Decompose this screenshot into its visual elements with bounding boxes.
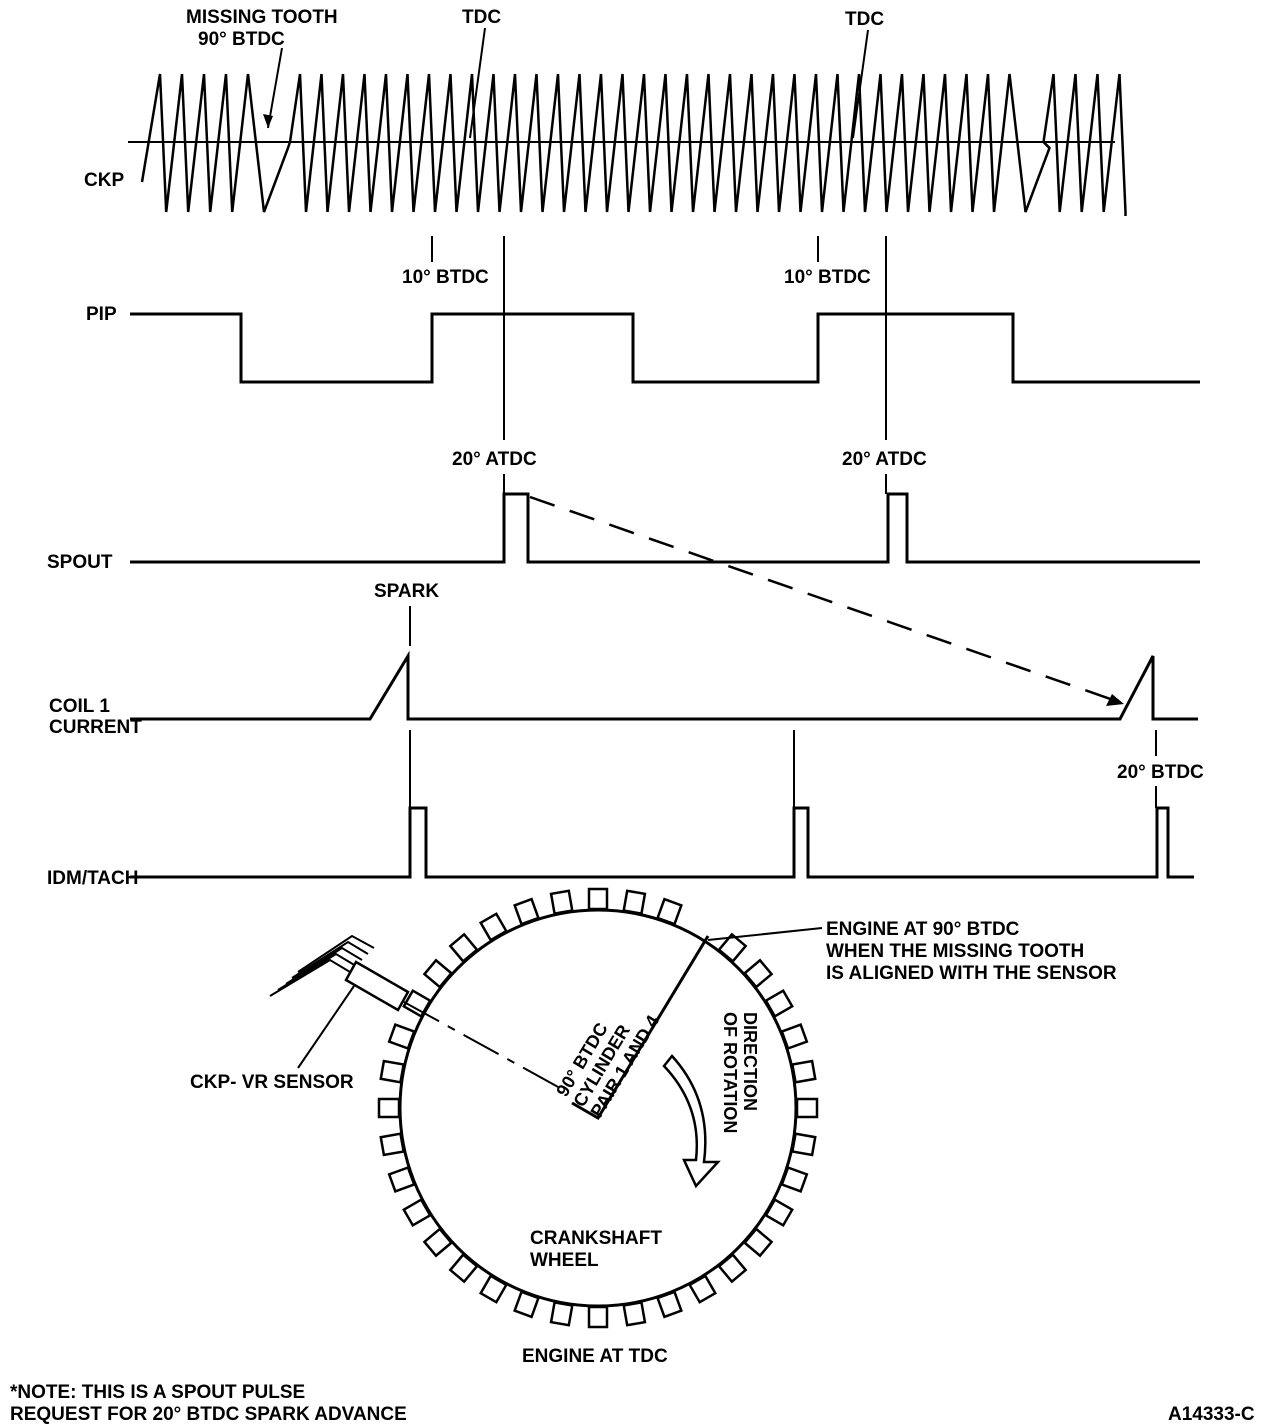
cylinder-pointer xyxy=(571,935,710,1121)
missing-tooth-arrowhead xyxy=(263,114,273,128)
crankshaft-wheel xyxy=(398,908,798,1308)
missing-tooth-leader xyxy=(267,47,283,129)
ckp-vr-sensor-icon xyxy=(269,934,410,1012)
ckp-label: CKP xyxy=(84,170,124,191)
crankshaft-tooth xyxy=(379,1059,406,1084)
missing-tooth-label-line1: MISSING TOOTH xyxy=(186,7,338,28)
missing-tooth-label-line2: 90° BTDC xyxy=(198,29,285,50)
engine-tdc-label: ENGINE AT TDC xyxy=(522,1346,668,1367)
coil-label-line1: COIL 1 xyxy=(49,696,110,717)
crankshaft-tooth xyxy=(587,887,609,911)
crankshaft-tooth xyxy=(587,1305,609,1329)
crankshaft-label-line2: WHEEL xyxy=(530,1250,599,1271)
note-line1: *NOTE: THIS IS A SPOUT PULSE xyxy=(10,1382,305,1403)
sensor-alignment-line xyxy=(403,1001,561,1089)
atdc20-label-1: 20° ATDC xyxy=(452,449,537,470)
crankshaft-tooth xyxy=(622,1300,647,1327)
crankshaft-label-line1: CRANKSHAFT xyxy=(530,1228,662,1249)
engine-90-label-line2: WHEN THE MISSING TOOTH xyxy=(826,941,1084,962)
coil-label-line2: CURRENT xyxy=(49,717,142,738)
crankshaft-tooth xyxy=(795,1097,819,1119)
crankshaft-tooth xyxy=(790,1132,817,1157)
crankshaft-tooth xyxy=(377,1097,401,1119)
crankshaft-tooth xyxy=(549,1300,574,1327)
direction-label-line1: DIRECTION xyxy=(740,1012,760,1111)
atdc20-label-2: 20° ATDC xyxy=(842,449,927,470)
idm-tach-waveform xyxy=(130,806,1194,879)
tdc-label-1: TDC xyxy=(462,7,501,28)
rotation-arrow-icon xyxy=(662,1054,721,1189)
sensor-leader xyxy=(297,985,355,1069)
btdc10-label-1: 10° BTDC xyxy=(402,267,489,288)
spout-waveform xyxy=(130,492,1200,564)
spout-request-dashed-arrow xyxy=(529,495,1123,705)
direction-label-line2: OF ROTATION xyxy=(720,1012,740,1133)
btdc10-label-2: 10° BTDC xyxy=(784,267,871,288)
tdc-leader-1 xyxy=(469,27,486,139)
engine-90-leader xyxy=(707,927,823,941)
pip-waveform xyxy=(130,312,1200,384)
tdc-leader-2 xyxy=(852,29,869,139)
tdc-label-2: TDC xyxy=(845,9,884,30)
crankshaft-tooth xyxy=(622,889,647,916)
btdc20-label: 20° BTDC xyxy=(1117,762,1204,783)
spout-request-arrowhead xyxy=(1106,694,1124,706)
idm-label: IDM/TACH xyxy=(47,868,138,889)
figure-id: A14333-C xyxy=(1168,1404,1255,1425)
spark-label: SPARK xyxy=(374,581,439,602)
crankshaft-tooth xyxy=(379,1132,406,1157)
sensor-label: CKP- VR SENSOR xyxy=(190,1072,354,1093)
engine-90-label-line1: ENGINE AT 90° BTDC xyxy=(826,919,1020,940)
ckp-waveform xyxy=(140,73,1127,216)
pip-label: PIP xyxy=(86,304,117,325)
note-line2: REQUEST FOR 20° BTDC SPARK ADVANCE xyxy=(10,1404,407,1425)
direction-label: DIRECTION OF ROTATION xyxy=(720,1012,760,1133)
spout-label: SPOUT xyxy=(47,552,113,573)
crankshaft-tooth xyxy=(790,1059,817,1084)
coil-current-waveform xyxy=(130,650,1198,721)
crankshaft-tooth xyxy=(549,889,574,916)
engine-90-label-line3: IS ALIGNED WITH THE SENSOR xyxy=(826,963,1117,984)
